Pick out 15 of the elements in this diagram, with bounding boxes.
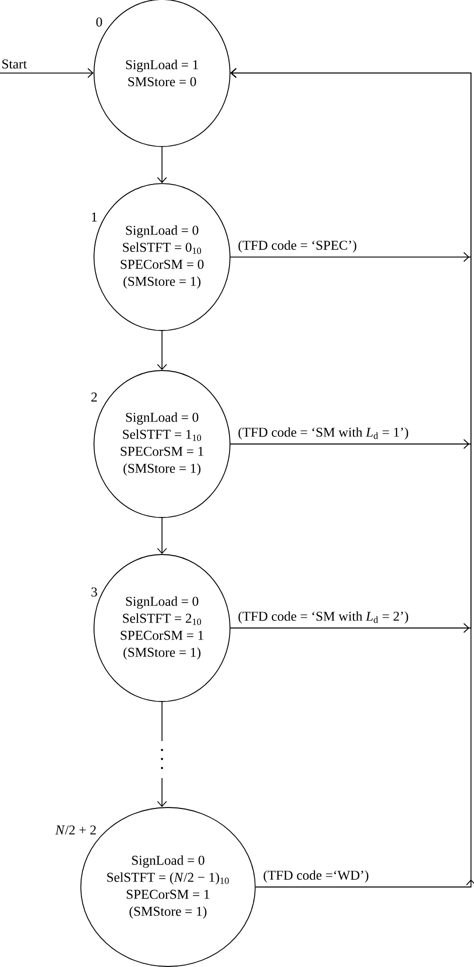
state-number: N/2 + 2 bbox=[55, 825, 96, 835]
edge-label: (TFD code =‘WD’) bbox=[264, 870, 368, 883]
arrow bbox=[157, 518, 167, 554]
feedback-arrow bbox=[230, 68, 474, 888]
state-number: 1 bbox=[92, 212, 97, 222]
arrow bbox=[157, 330, 167, 370]
edge-label: (TFD code = ‘SM with L$_{d}$ = 1’) bbox=[238, 427, 408, 440]
state-number: 3 bbox=[91, 587, 98, 597]
arrow bbox=[0, 68, 94, 78]
edge-label: Start bbox=[2, 60, 27, 69]
state-number: 0 bbox=[96, 17, 102, 27]
state-number: 2 bbox=[91, 392, 97, 402]
edge-label: (TFD code = ‘SPEC’) bbox=[238, 240, 356, 253]
edge-label: (TFD code = ‘SM with L$_{d}$ = 2’) bbox=[238, 611, 408, 624]
arrow bbox=[157, 146, 167, 184]
